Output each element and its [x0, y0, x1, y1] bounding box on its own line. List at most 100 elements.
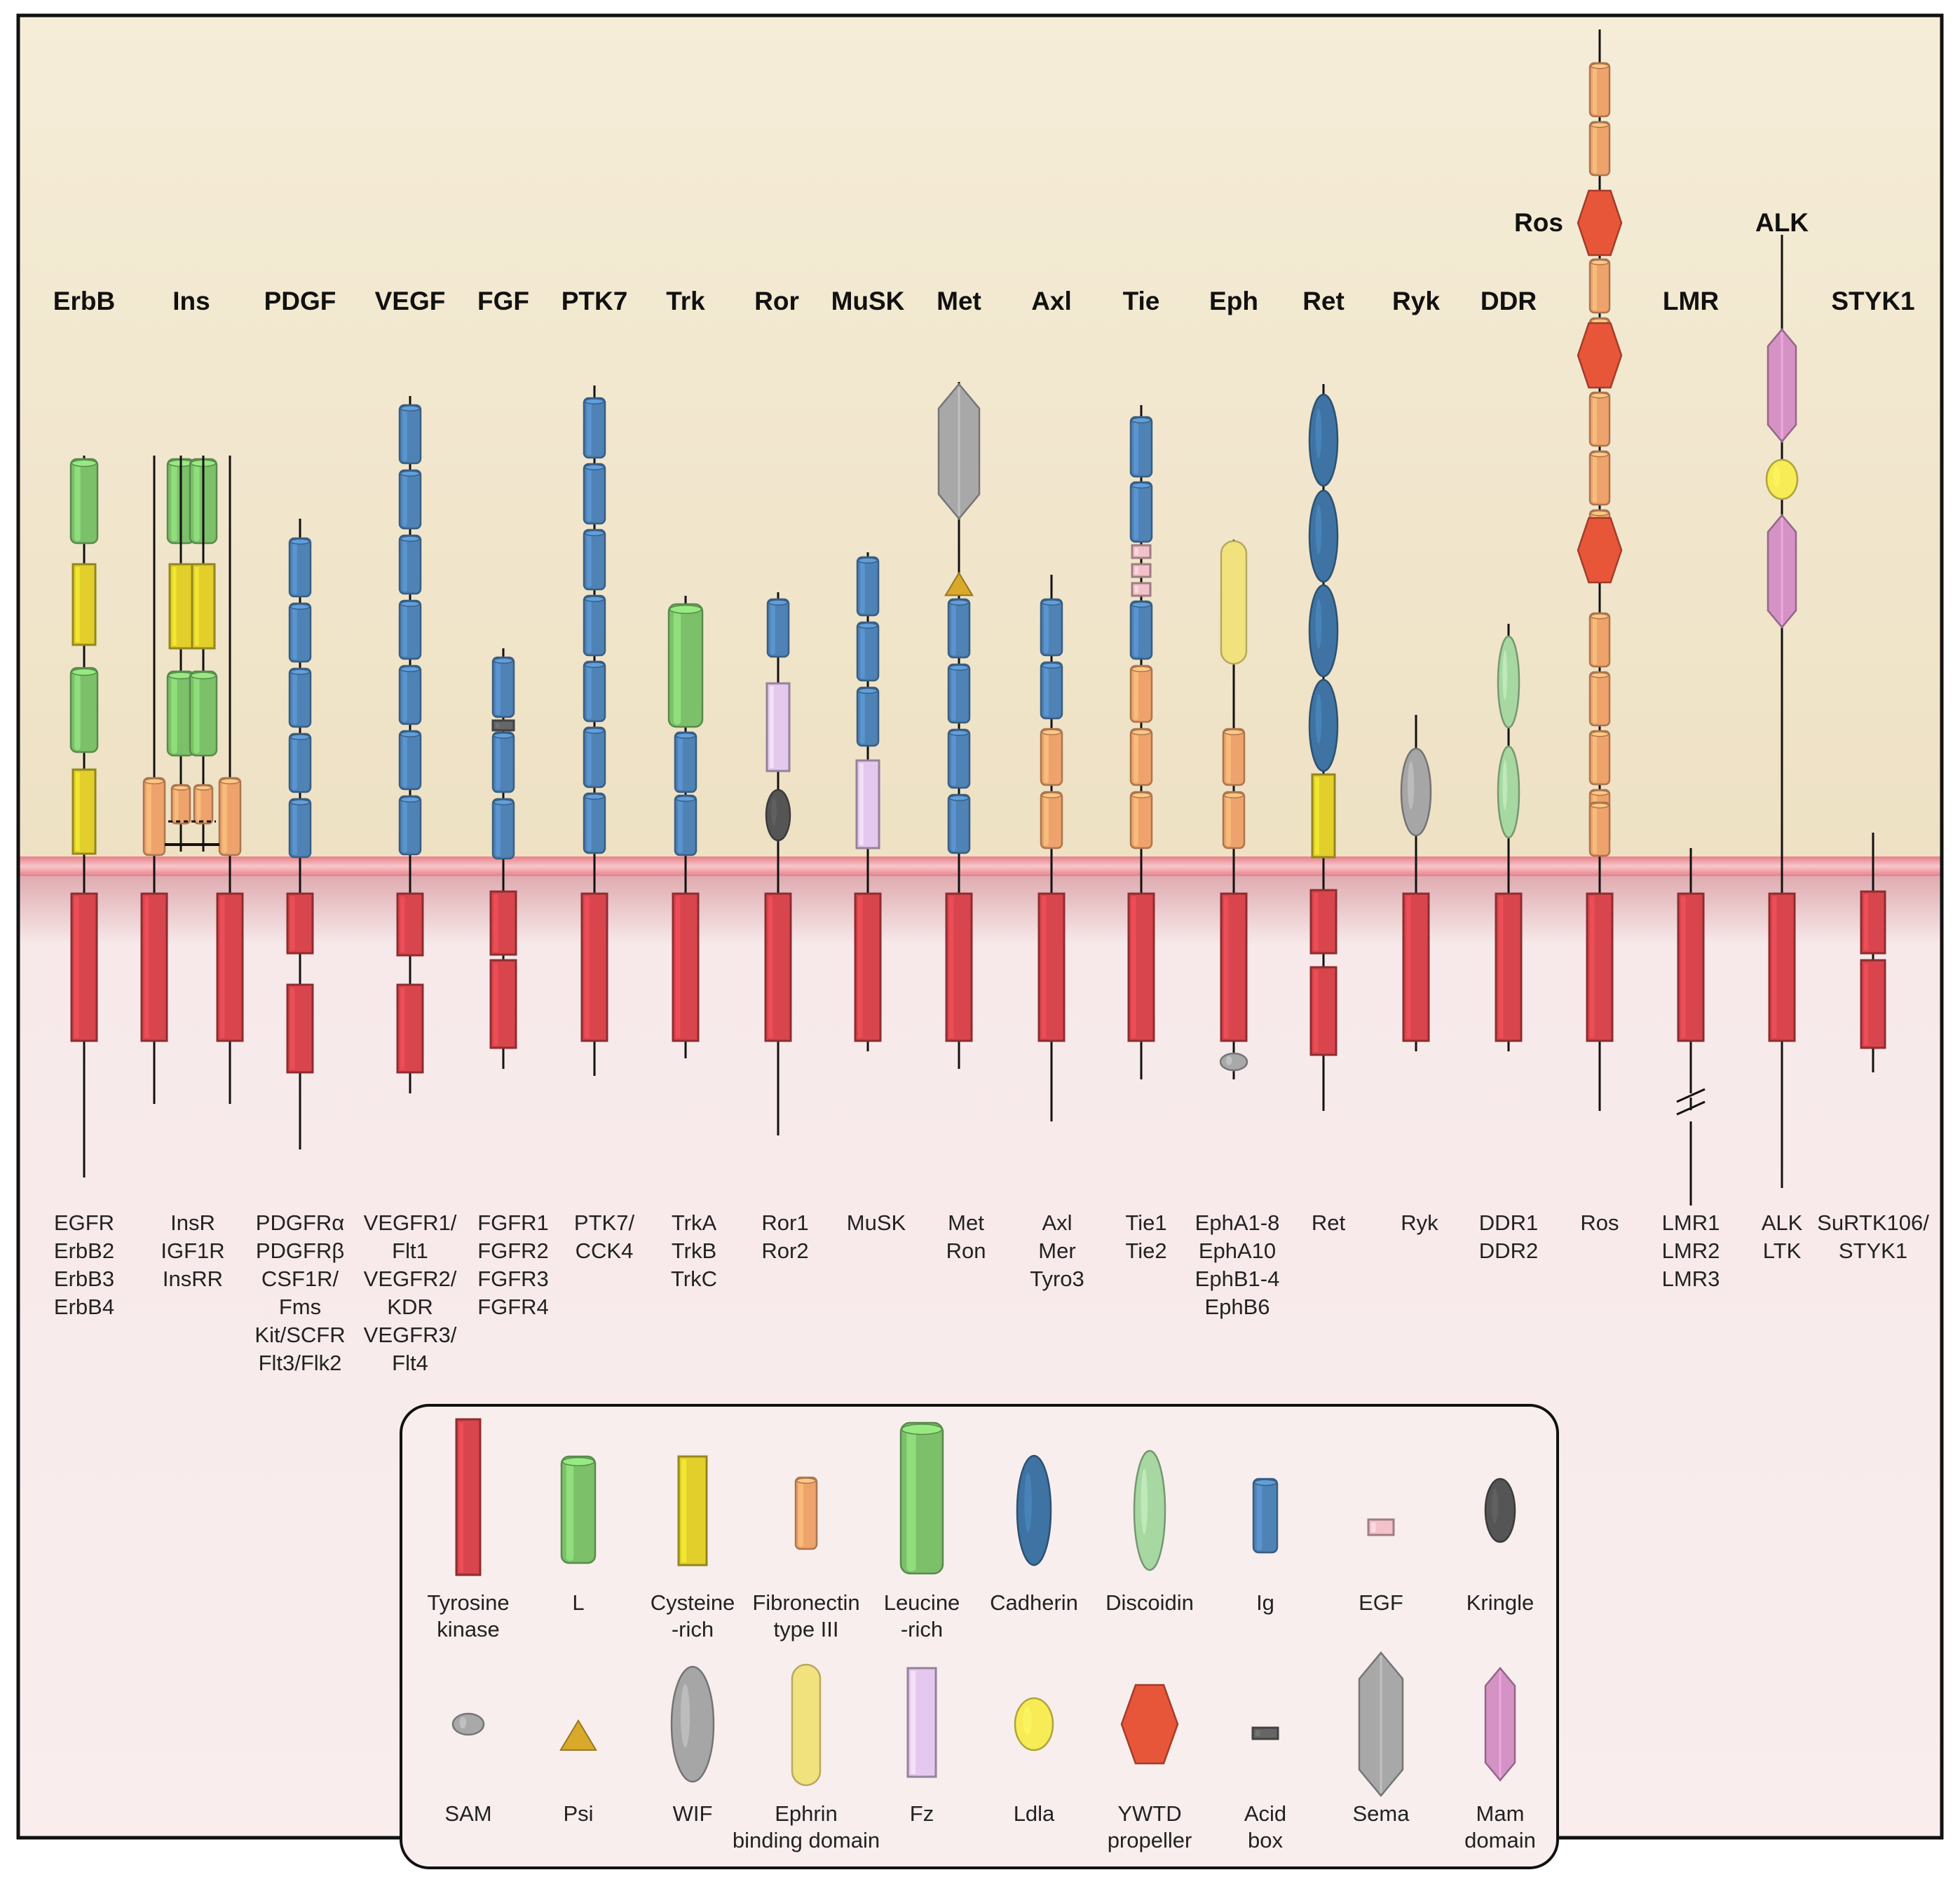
receptor-musk — [854, 552, 882, 1051]
ig-domain — [583, 397, 606, 459]
psi-legend-label: Psi — [563, 1801, 593, 1826]
ephrin-legend-label: binding domain — [733, 1828, 880, 1852]
acid-box-legend-label: Acid — [1244, 1801, 1286, 1826]
mam-legend-icon — [1484, 1667, 1516, 1782]
discoidin-icon — [1133, 1449, 1166, 1571]
tyrosine-kinase-domain — [580, 892, 608, 1042]
ywtd-propeller — [1577, 322, 1623, 389]
fibronectin-domain — [142, 777, 166, 856]
ig-domain — [398, 795, 422, 856]
cadherin-icon — [1016, 1454, 1052, 1566]
tyrosine-kinase-legend-label: kinase — [437, 1617, 500, 1641]
family-label: Axl — [1031, 287, 1072, 315]
cysteine-rich-legend-label: -rich — [672, 1617, 714, 1641]
ig-domain — [398, 534, 422, 595]
member-label: VEGFR1/ — [364, 1210, 457, 1235]
member-label: Ryk — [1401, 1210, 1438, 1235]
cadherin-legend-icon — [1016, 1454, 1052, 1566]
member-label: CCK4 — [576, 1238, 634, 1263]
receptor-erbb — [69, 456, 99, 1178]
tyrosine-kinase-domain — [1402, 892, 1430, 1042]
family-label: Ros — [1514, 208, 1563, 237]
cysteine-rich-domain — [191, 563, 216, 650]
receptor-vegf — [396, 396, 424, 1093]
l-domain — [69, 667, 99, 753]
family-label: FGF — [477, 287, 529, 315]
member-label: EphB1-4 — [1195, 1267, 1280, 1291]
ig-domain — [947, 793, 971, 854]
sema-domain — [937, 383, 981, 520]
cysteine-rich-domain — [168, 563, 193, 650]
ig-domain — [947, 663, 971, 724]
tyrosine-kinase-domain — [489, 890, 517, 956]
ig-domain — [288, 667, 312, 728]
family-label: Trk — [666, 287, 705, 315]
member-label: ALK — [1762, 1210, 1803, 1235]
member-label: Tyro3 — [1030, 1267, 1084, 1291]
ywtd-propeller — [1577, 517, 1623, 584]
family-label: Ror — [754, 287, 799, 315]
receptor-ptk7 — [580, 385, 608, 1076]
kringle-domain — [765, 789, 791, 842]
tyrosine-kinase-domain — [1860, 890, 1886, 955]
member-label: ErbB4 — [54, 1295, 114, 1319]
ig-domain — [1040, 661, 1063, 720]
cysteine-rich-legend-label: Cysteine — [651, 1590, 735, 1615]
fz-domain — [765, 682, 791, 772]
receptor-ins — [140, 456, 244, 1104]
egf-icon — [1367, 1518, 1395, 1536]
ephrin-legend-label: Ephrin — [775, 1801, 838, 1826]
ig-domain — [491, 731, 515, 793]
tyrosine-kinase-domain — [1220, 892, 1248, 1042]
sam-legend-icon — [451, 1712, 485, 1736]
member-label: Tie1 — [1125, 1210, 1166, 1235]
member-label: FGFR2 — [477, 1238, 549, 1263]
kringle-legend-label: Kringle — [1466, 1590, 1534, 1615]
member-label: LMR2 — [1662, 1238, 1720, 1263]
member-label: KDR — [387, 1295, 433, 1319]
fibronectin-domain — [1588, 62, 1611, 118]
family-label: Eph — [1209, 287, 1258, 315]
family-label: ALK — [1755, 208, 1809, 237]
ephrin-binding-domain — [1220, 540, 1248, 665]
tyrosine-kinase-legend-icon — [455, 1418, 482, 1576]
ig-legend-icon — [1252, 1477, 1279, 1554]
receptor-ror — [764, 592, 792, 1135]
ig-domain — [766, 598, 790, 658]
member-label: PDGFRα — [256, 1210, 345, 1235]
member-label: TrkB — [672, 1238, 716, 1263]
fibronectin-legend-label: type III — [773, 1617, 838, 1641]
l-domain — [166, 670, 196, 757]
ig-domain — [398, 469, 422, 530]
l-domain — [189, 670, 218, 757]
member-label: VEGFR3/ — [364, 1323, 457, 1347]
member-label: InsR — [170, 1210, 215, 1235]
member-label: Mer — [1038, 1238, 1075, 1263]
family-label: DDR — [1481, 287, 1537, 315]
member-label: Axl — [1042, 1210, 1072, 1235]
member-label: FGFR1 — [477, 1210, 549, 1235]
leucine-rich-legend-label: Leucine — [884, 1590, 960, 1615]
fibronectin-domain — [1588, 121, 1611, 177]
l-domain-legend-icon — [560, 1455, 597, 1564]
family-label: LMR — [1663, 287, 1719, 315]
fibronectin-domain — [1222, 728, 1246, 786]
ig-domain — [856, 686, 880, 747]
tyrosine-kinase-domain — [140, 892, 168, 1042]
family-label: Ryk — [1392, 287, 1440, 315]
l-domain — [69, 458, 99, 545]
kringle-legend-icon — [1484, 1477, 1516, 1543]
tyrosine-kinase-domain — [1309, 889, 1338, 955]
wif-domain — [1400, 747, 1432, 837]
receptor-styk1 — [1860, 833, 1886, 1072]
family-label: Met — [937, 287, 981, 315]
member-label: Ret — [1312, 1210, 1346, 1235]
receptor-tie — [1127, 405, 1155, 1079]
psi-domain — [944, 571, 974, 596]
fibronectin-domain — [1588, 801, 1611, 857]
ig-domain — [288, 602, 312, 663]
ig-domain — [491, 656, 515, 718]
ig-domain — [856, 556, 880, 617]
